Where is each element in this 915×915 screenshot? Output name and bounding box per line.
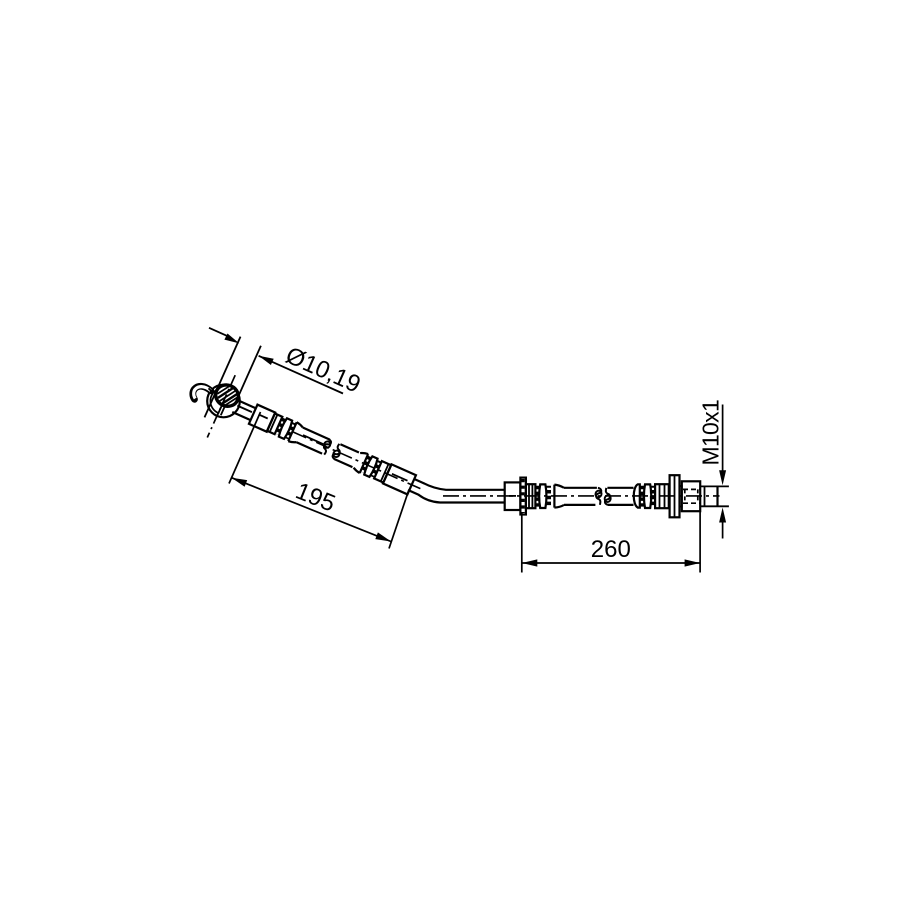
svg-text:M10x1: M10x1 — [697, 400, 723, 466]
svg-text:195: 195 — [292, 478, 339, 518]
svg-text:Ø10,19: Ø10,19 — [282, 342, 365, 399]
svg-text:260: 260 — [591, 536, 631, 563]
